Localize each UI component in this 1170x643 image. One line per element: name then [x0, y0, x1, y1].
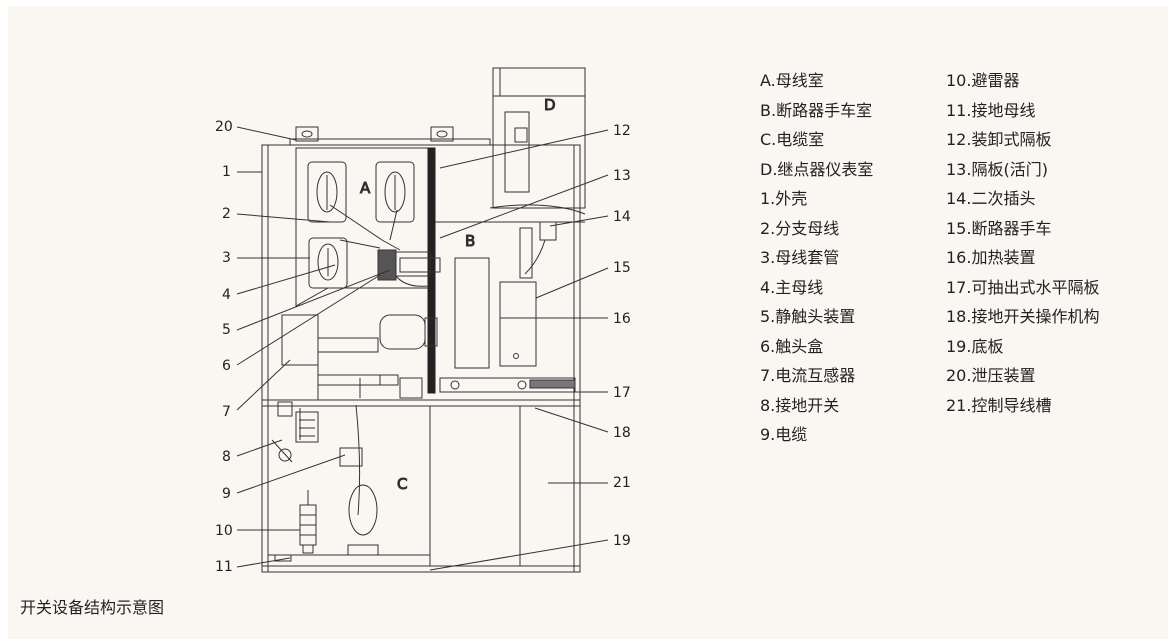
legend-item: 15.断路器手车 [946, 218, 1052, 238]
legend-item: 17.可抽出式水平隔板 [946, 277, 1100, 297]
callout-8: 8 [222, 449, 231, 465]
legend-item: 11.接地母线 [946, 100, 1036, 120]
callout-14: 14 [613, 209, 631, 225]
callout-21: 21 [613, 475, 631, 491]
legend-item: 18.接地开关操作机构 [946, 307, 1100, 326]
partition-shutter [427, 147, 436, 394]
legend-item: D.继点器仪表室 [760, 159, 874, 179]
callout-7: 7 [222, 404, 231, 420]
legend-item: 21.控制导线槽 [946, 395, 1052, 415]
callout-19: 19 [613, 533, 631, 549]
callout-5: 5 [222, 322, 231, 338]
callout-18: 18 [613, 425, 631, 441]
leader-lines [236, 126, 609, 571]
legend-item [946, 420, 1146, 450]
legend-item: C.电缆室 [760, 130, 825, 149]
callout-13: 13 [613, 168, 631, 184]
callout-15: 15 [613, 260, 631, 276]
legend-item: 2.分支母线 [760, 218, 840, 238]
cable-room [268, 314, 521, 566]
callout-2: 2 [222, 206, 231, 222]
callout-4: 4 [222, 287, 231, 303]
callout-numbers: 20 1 2 3 4 5 6 7 8 9 10 11 12 13 14 15 1… [215, 119, 631, 575]
legend-item: 7.电流互感器 [760, 366, 856, 385]
room-label-a: A [360, 179, 371, 197]
diagram-panel [8, 6, 1168, 639]
callout-16: 16 [613, 311, 631, 327]
callout-6: 6 [222, 358, 231, 374]
legend-item: B.断路器手车室 [760, 100, 873, 120]
callout-11: 11 [215, 559, 233, 575]
legend-item: 4.主母线 [760, 277, 824, 297]
component-legend: A.母线室 10.避雷器 B.断路器手车室 11.接地母线 C.电缆室 12.装… [760, 66, 1146, 450]
legend-item: 6.触头盒 [760, 336, 824, 356]
legend-item: 16.加热装置 [946, 248, 1036, 267]
callout-10: 10 [215, 523, 233, 539]
room-label-d: D [544, 96, 556, 114]
callout-20: 20 [215, 119, 233, 135]
room-label-c: C [397, 475, 407, 493]
legend-item: 14.二次插头 [946, 189, 1036, 208]
room-label-b: B [465, 232, 475, 250]
legend-item: 19.底板 [946, 336, 1004, 356]
callout-1: 1 [222, 164, 231, 180]
legend-item: 13.隔板(活门) [946, 159, 1048, 179]
breaker-truck-room [262, 221, 585, 407]
legend-item: 12.装卸式隔板 [946, 130, 1052, 149]
legend-item: 9.电缆 [760, 425, 808, 444]
legend-item: 1.外壳 [760, 189, 808, 208]
callout-3: 3 [222, 250, 231, 266]
legend-item: 5.静触头装置 [760, 307, 856, 326]
callout-9: 9 [222, 486, 231, 502]
legend-item: A.母线室 [760, 71, 824, 90]
figure-caption: 开关设备结构示意图 [20, 598, 165, 617]
legend-item: 8.接地开关 [760, 395, 840, 415]
legend-item: 20.泄压装置 [946, 366, 1036, 385]
callout-17: 17 [613, 385, 631, 401]
legend-item: 3.母线套管 [760, 248, 840, 267]
callout-12: 12 [613, 123, 631, 139]
legend-item: 10.避雷器 [946, 71, 1020, 90]
busbar-room [295, 147, 429, 307]
